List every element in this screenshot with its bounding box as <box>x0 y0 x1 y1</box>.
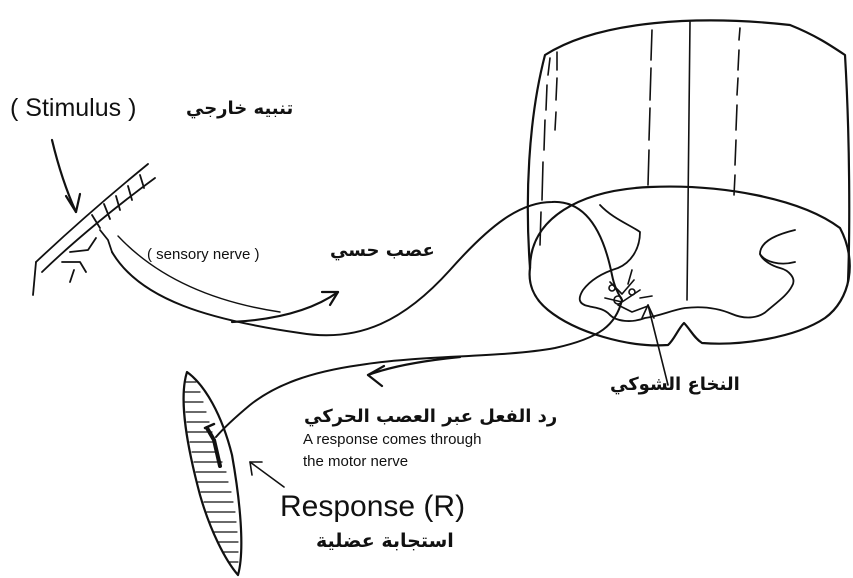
sensory-nerve-label-en: ( sensory nerve ) <box>147 247 260 262</box>
spinal-cord-cross-section <box>530 187 850 346</box>
muscle-fibers <box>185 382 238 562</box>
skin-receptor <box>33 164 155 295</box>
sensory-direction-arrow <box>232 292 338 322</box>
stimulus-arrow <box>52 140 80 212</box>
stimulus-label-en: ( Stimulus ) <box>10 96 136 121</box>
grey-matter-right-horn <box>760 254 795 264</box>
response-pointer <box>250 462 284 487</box>
response-label-en: Response (R) <box>280 492 465 522</box>
response-motor-label-en-line2: the motor nerve <box>303 454 408 469</box>
central-fissure-line <box>687 22 690 300</box>
sensory-nerve-label-ar: عصب حسي <box>330 242 435 260</box>
surface-line-1 <box>540 58 550 245</box>
response-motor-label-en-line1: A response comes through <box>303 432 481 447</box>
stimulus-label-ar: تنبيه خارجي <box>186 100 293 118</box>
surface-line-2 <box>555 52 557 130</box>
response-motor-label-ar: رد الفعل عبر العصب الحركي <box>304 408 557 426</box>
surface-line-4 <box>734 28 740 195</box>
motor-end-plate-branch <box>205 424 214 428</box>
muscle <box>184 372 242 575</box>
response-label-ar: استجابة عضلية <box>316 532 454 551</box>
surface-line-3 <box>648 30 652 185</box>
spinal-cord <box>528 20 850 345</box>
spinal-cord-label-ar: النخاع الشوكي <box>610 376 740 394</box>
sensory-nerve-fiber <box>112 202 622 335</box>
